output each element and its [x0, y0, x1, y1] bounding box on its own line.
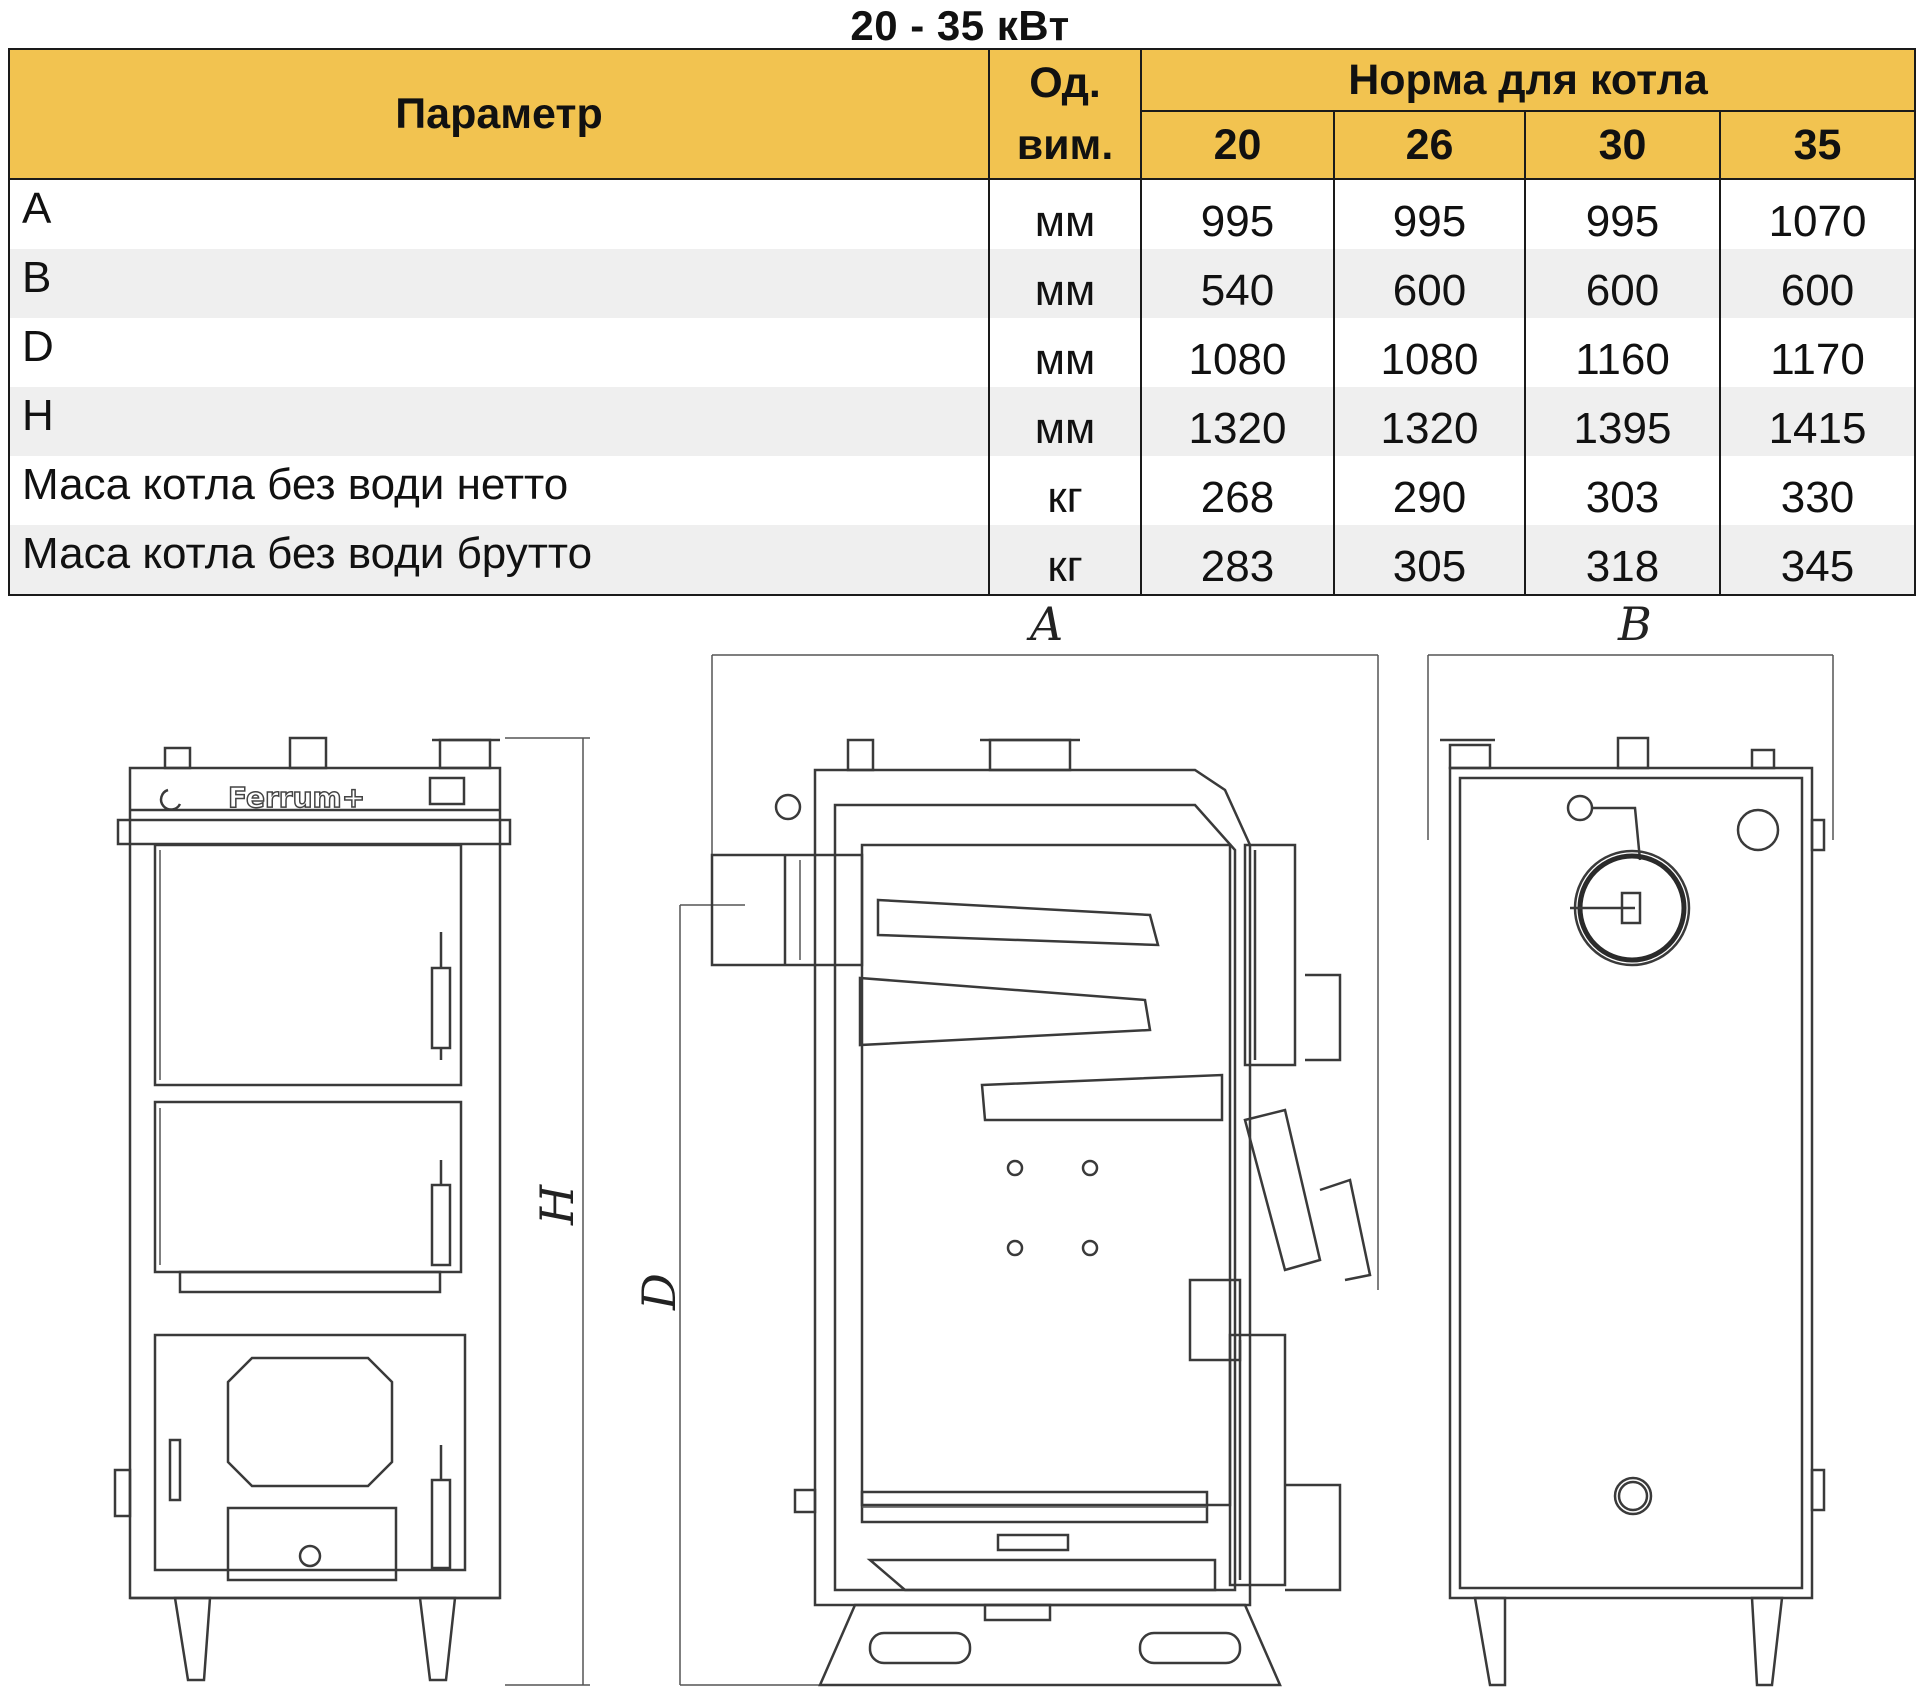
header-capacity: 26 [1333, 110, 1526, 180]
row-value: 330 [1718, 456, 1917, 525]
table-row: Маса котла без води брутто кг 283 305 31… [8, 525, 1917, 596]
row-value: 283 [1140, 525, 1335, 596]
side-section-view: A D [632, 597, 1379, 1687]
table-row: H мм 1320 1320 1395 1415 [8, 387, 1917, 456]
row-value: 600 [1718, 249, 1917, 318]
row-value: 305 [1333, 525, 1526, 596]
header-unit-line2: вим. [1016, 121, 1114, 169]
header-capacity: 20 [1140, 110, 1335, 180]
row-unit: мм [988, 249, 1142, 318]
row-value: 1395 [1524, 387, 1721, 456]
row-value: 995 [1524, 179, 1721, 249]
row-value: 318 [1524, 525, 1721, 596]
row-value: 995 [1333, 179, 1526, 249]
row-name: D [8, 318, 990, 387]
header-unit-line1: Од. [1029, 59, 1101, 107]
header-norm: Норма для котла [1139, 48, 1917, 112]
row-value: 1320 [1333, 387, 1526, 456]
rear-view: B [1427, 597, 1834, 1687]
row-unit: мм [988, 387, 1142, 456]
spec-table: Параметр Од. вим. Норма для котла 20 26 3… [8, 48, 1917, 596]
header-capacity: 35 [1718, 110, 1917, 180]
row-value: 1080 [1333, 318, 1526, 387]
row-value: 995 [1140, 179, 1335, 249]
header-capacity: 30 [1524, 110, 1721, 180]
row-value: 1070 [1718, 179, 1917, 249]
dimension-label-h: H [530, 1184, 584, 1226]
row-unit: кг [988, 525, 1142, 596]
header-parameter: Параметр [8, 48, 990, 180]
dimension-label-b: B [1617, 597, 1652, 651]
row-value: 1320 [1140, 387, 1335, 456]
table-row: D мм 1080 1080 1160 1170 [8, 318, 1917, 387]
row-value: 1160 [1524, 318, 1721, 387]
row-name: A [8, 179, 990, 249]
row-unit: мм [988, 318, 1142, 387]
row-unit: мм [988, 179, 1142, 249]
header-unit: Од. вим. [988, 48, 1142, 180]
row-value: 1080 [1140, 318, 1335, 387]
row-value: 345 [1718, 525, 1917, 596]
row-value: 290 [1333, 456, 1526, 525]
table-row: B мм 540 600 600 600 [8, 249, 1917, 318]
page-title: 20 - 35 кВт [850, 2, 1070, 49]
front-view: Ferrum+ H [113, 736, 590, 1686]
row-name: H [8, 387, 990, 456]
row-value: 540 [1140, 249, 1335, 318]
table-row: Маса котла без води нетто кг 268 290 303… [8, 456, 1917, 525]
dimension-label-a: A [1026, 597, 1063, 651]
row-value: 303 [1524, 456, 1721, 525]
brand-logo-text: Ferrum+ [228, 781, 365, 814]
row-unit: кг [988, 456, 1142, 525]
dimension-label-d: D [632, 1273, 686, 1311]
boiler-technical-drawing: Ferrum+ H A [113, 597, 1834, 1687]
table-row: A мм 995 995 995 1070 [8, 179, 1917, 249]
row-value: 600 [1524, 249, 1721, 318]
row-name: B [8, 249, 990, 318]
row-value: 600 [1333, 249, 1526, 318]
row-name: Маса котла без води брутто [8, 525, 990, 596]
row-value: 1170 [1718, 318, 1917, 387]
row-value: 268 [1140, 456, 1335, 525]
brand-logo: Ferrum+ [159, 780, 366, 815]
row-value: 1415 [1718, 387, 1917, 456]
row-name: Маса котла без води нетто [8, 456, 990, 525]
